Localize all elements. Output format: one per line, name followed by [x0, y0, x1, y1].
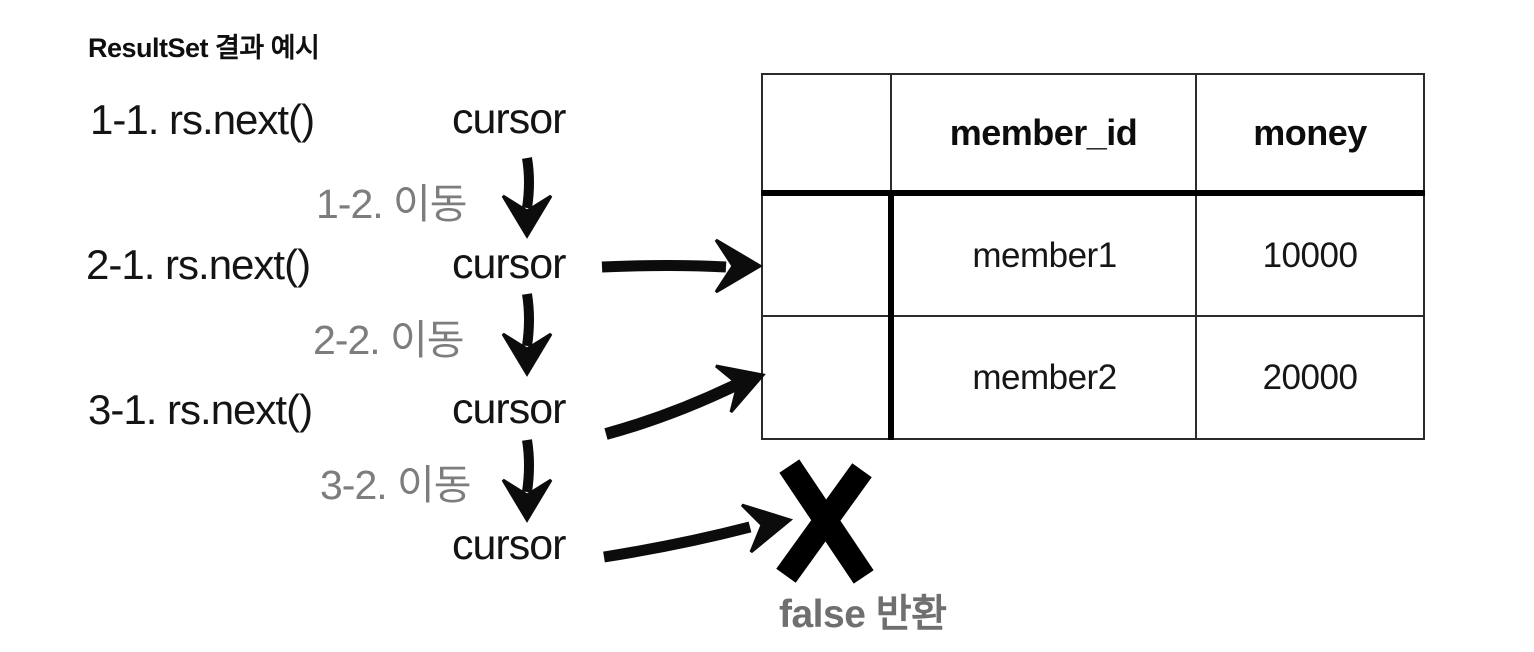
money-column-header: money: [1195, 73, 1425, 196]
step1-cursor-label: cursor: [452, 95, 566, 143]
cursor-arrow-row1-icon: [601, 238, 763, 294]
step1-move-label: 1-2. 이동: [316, 181, 467, 227]
cursor-arrow-row2-icon: [604, 364, 766, 440]
step2-call-label: 2-1. rs.next(): [86, 241, 311, 288]
member-id-cell-2: member2: [890, 315, 1197, 440]
step3-cursor-label: cursor: [452, 385, 566, 433]
step1-call-label: 1-1. rs.next(): [90, 96, 315, 143]
cursor-arrow-false-icon: [603, 503, 794, 563]
money-cell-1: 10000: [1195, 192, 1425, 317]
cursor-column-header: [761, 73, 892, 196]
step3-move-label: 3-2. 이동: [320, 462, 471, 508]
step4-cursor-label: cursor: [452, 521, 566, 569]
x-mark-icon: [776, 459, 874, 584]
step2-move-label: 2-2. 이동: [313, 317, 464, 363]
member-id-column-header: member_id: [890, 73, 1197, 196]
result-table: member_id money member1 10000 member2 20…: [761, 73, 1425, 440]
table-row-member2: member2 20000: [761, 315, 1425, 440]
table-header-row: member_id money: [761, 73, 1425, 196]
step3-call-label: 3-1. rs.next(): [88, 386, 313, 433]
member-id-cell-1: member1: [890, 192, 1197, 317]
money-cell-2: 20000: [1195, 315, 1425, 440]
cursor-position-cell-1: [761, 192, 894, 317]
down-arrow-2-icon: [501, 293, 553, 377]
false-return-label: false 반환: [779, 593, 947, 636]
cursor-position-cell-2: [761, 315, 894, 440]
down-arrow-3-icon: [501, 439, 553, 523]
down-arrow-1-icon: [501, 157, 553, 239]
table-row-member1: member1 10000: [761, 192, 1425, 317]
step2-cursor-label: cursor: [452, 240, 566, 288]
page-title: ResultSet 결과 예시: [88, 33, 320, 63]
